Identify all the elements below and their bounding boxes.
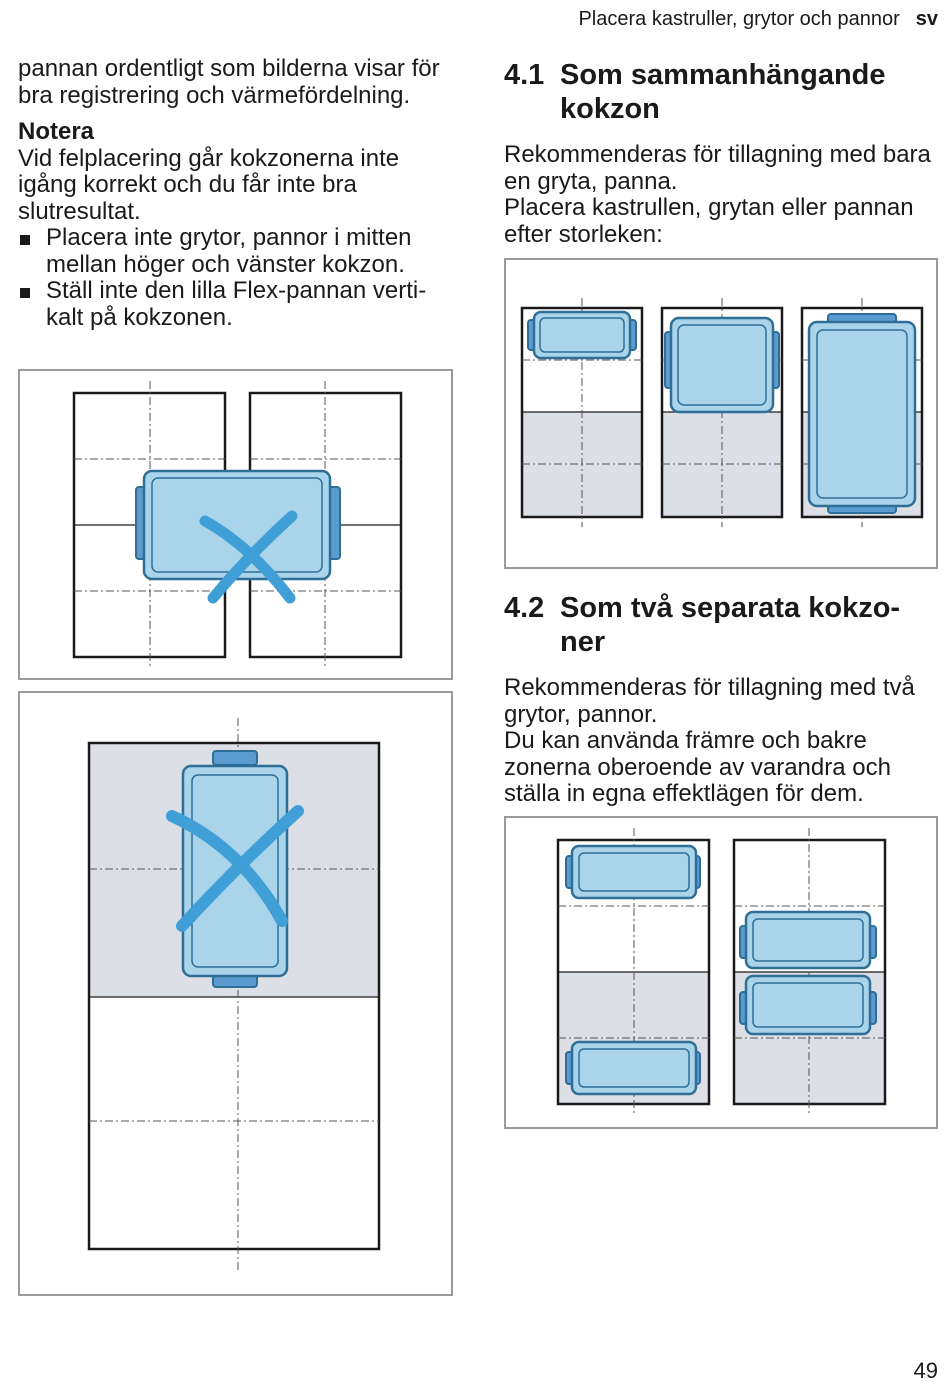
- pan-icon: [739, 910, 877, 970]
- pan-icon: [527, 310, 637, 360]
- figure-wrong-center: [18, 369, 453, 680]
- section-4-2: 4.2 Som två separata kokzo­ner Rekommend…: [504, 591, 934, 808]
- section-paragraph: Du kan använda främre och bakre zonerna …: [504, 727, 891, 807]
- list-item: Placera inte grytor, pannor i mitten mel…: [18, 224, 453, 278]
- note-bullets: Placera inte grytor, pannor i mitten mel…: [18, 224, 453, 331]
- section-title: Som två separata kokzo­ner: [560, 592, 901, 658]
- figure-separate-zones: [504, 816, 938, 1129]
- pan-icon: [807, 313, 917, 514]
- figure-wrong-vertical: [18, 691, 453, 1296]
- section-paragraph: Rekommenderas för tillagning med bara en…: [504, 141, 931, 195]
- page-header: Placera kastruller, grytor och pannor sv: [578, 8, 938, 31]
- pan-icon: [135, 469, 341, 581]
- language-code: sv: [915, 8, 938, 30]
- wrong-placement-cross-icon: [199, 510, 298, 604]
- section-paragraph: Rekommenderas för tillagning med två gry…: [504, 674, 915, 728]
- pan-icon: [565, 1040, 701, 1096]
- list-item: Ställ inte den lilla Flex-pannan verti­k…: [18, 277, 453, 331]
- page-number: 49: [913, 1358, 938, 1383]
- header-title: Placera kastruller, grytor och pannor: [578, 8, 900, 30]
- left-column: pannan ordentligt som bilderna visar för…: [18, 55, 453, 331]
- section-4-1: 4.1 Som sammanhängande kokzon Rekommende…: [504, 58, 934, 248]
- wrong-placement-cross-icon: [166, 805, 304, 932]
- section-title: Som sammanhängande kokzon: [560, 59, 886, 125]
- note-title: Notera: [18, 118, 95, 145]
- note-text: Vid felplacering går kokzonerna inte igå…: [18, 144, 400, 225]
- pan-icon: [664, 316, 780, 414]
- section-heading: 4.2 Som två separata kokzo­ner: [504, 591, 934, 659]
- section-number: 4.2: [504, 592, 545, 624]
- figure-combined-zone: [504, 258, 938, 569]
- intro-text: pannan ordentligt som bilderna visar för…: [18, 55, 440, 109]
- pan-icon: [739, 974, 877, 1036]
- section-heading: 4.1 Som sammanhängande kokzon: [504, 58, 934, 126]
- section-paragraph: Placera kastrullen, grytan eller pan­nan…: [504, 194, 914, 248]
- pan-icon: [565, 844, 701, 900]
- section-number: 4.1: [504, 59, 545, 91]
